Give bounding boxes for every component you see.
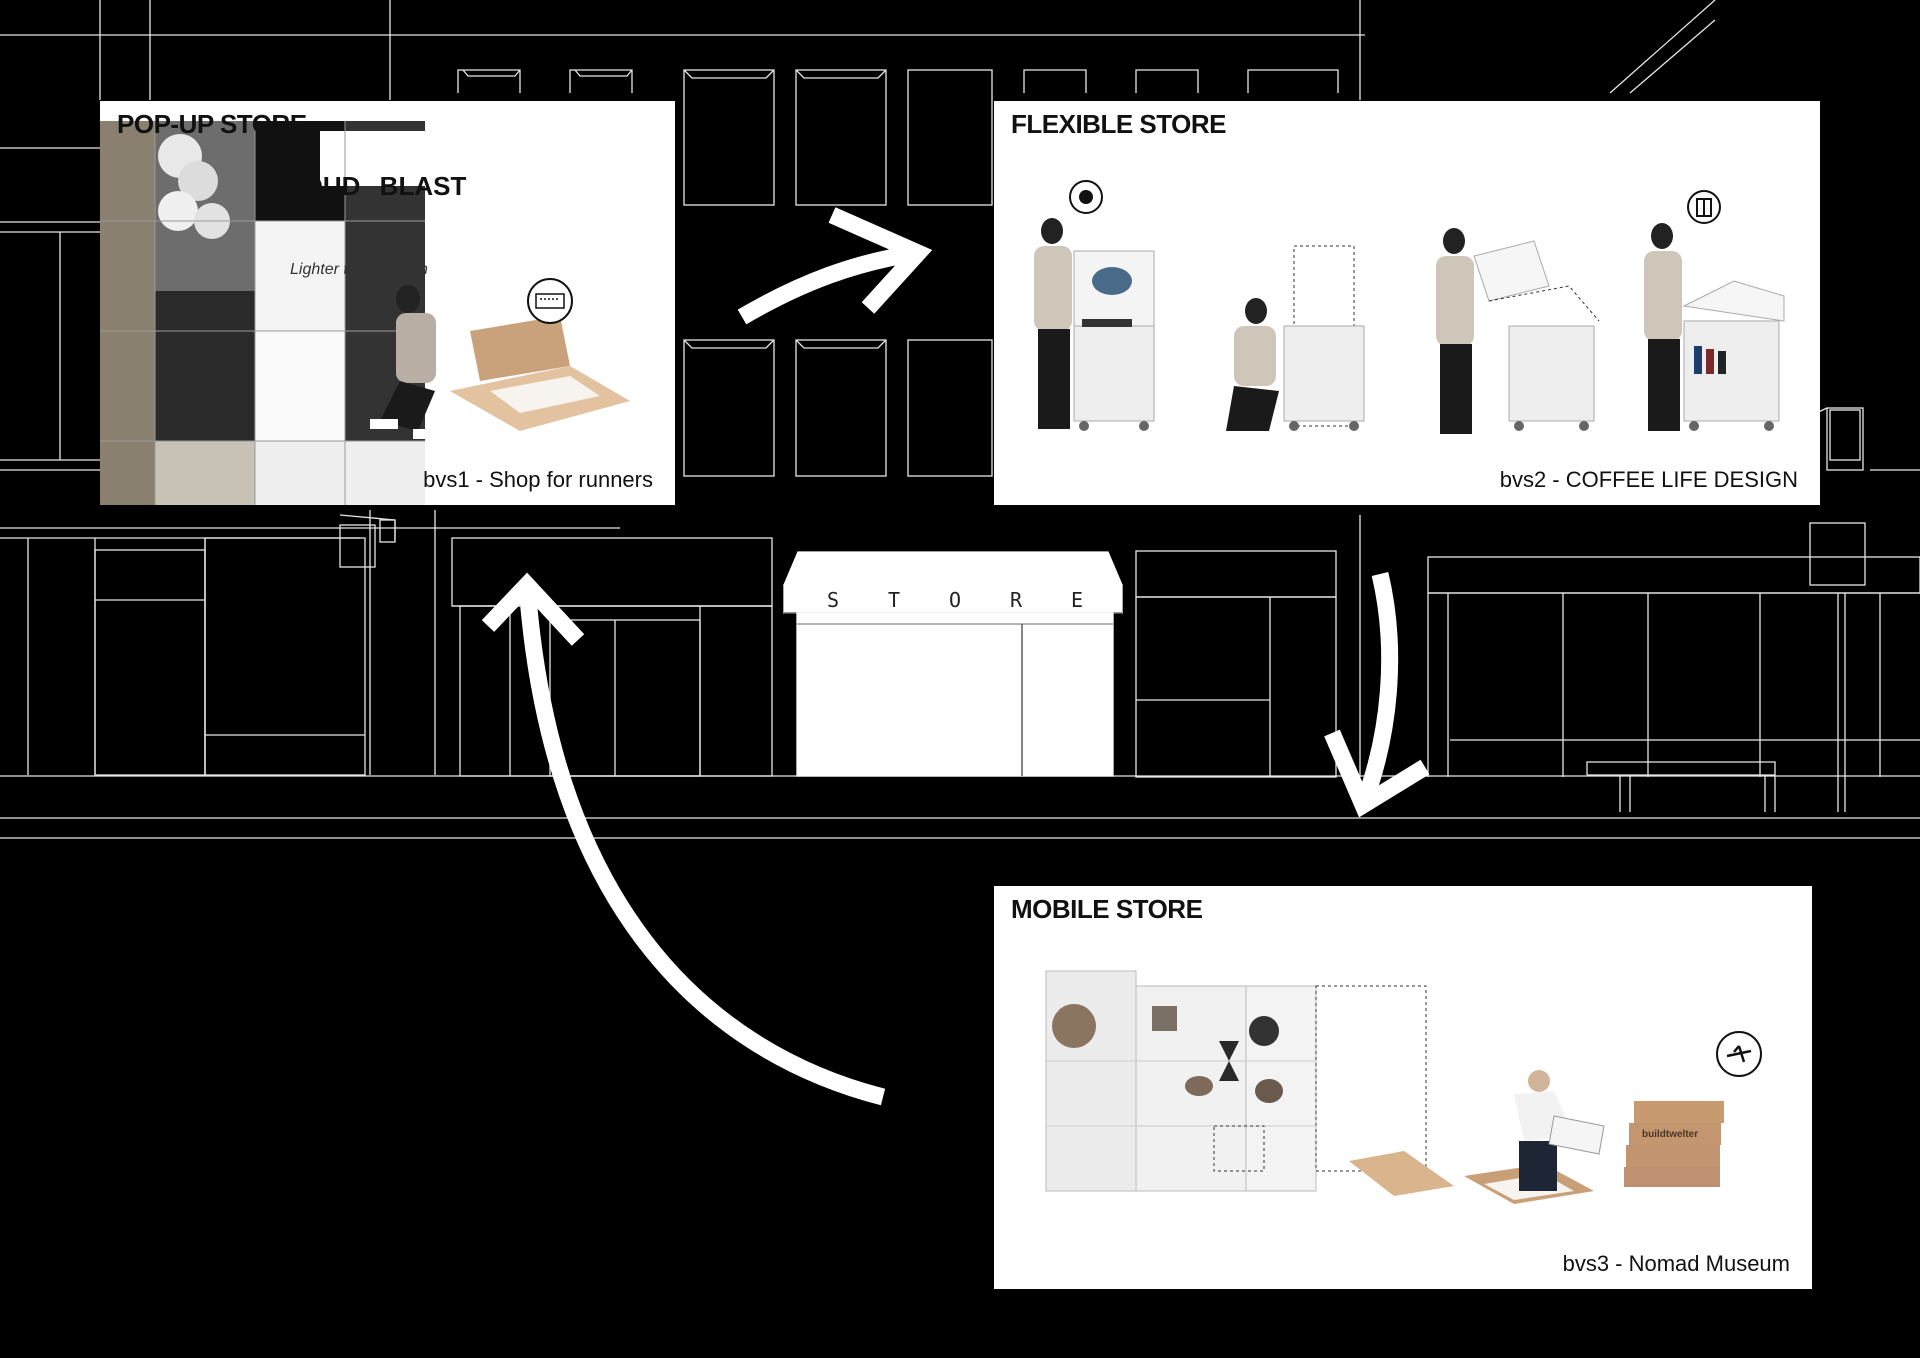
popup-store-illustration bbox=[100, 121, 630, 505]
mobile-store-illustration bbox=[1045, 970, 1762, 1204]
panel-caption: bvs3 - Nomad Museum bbox=[1562, 1251, 1790, 1276]
mobile-store-panel: MOBILE STORE buildtwelter bvs3 - Nomad M… bbox=[994, 886, 1812, 1289]
ground-storefronts bbox=[0, 409, 1920, 839]
store-letter: E bbox=[1070, 588, 1083, 612]
panel-title: POP-UP STORE bbox=[117, 109, 307, 139]
arrow-head-3 bbox=[481, 572, 585, 646]
panel-title: MOBILE STORE bbox=[1011, 894, 1203, 924]
cloud-blast-sign: CLOUD BLAST bbox=[268, 171, 466, 202]
store-letter: T bbox=[887, 588, 901, 612]
vinyl-record-icon bbox=[1070, 181, 1102, 213]
store-kiosk-sign: S T O R E bbox=[790, 588, 1120, 612]
flexible-store-illustration bbox=[1034, 180, 1785, 434]
store-letter: R bbox=[1009, 588, 1022, 612]
flexible-store-panel: FLEXIBLE STORE bvs2 - COFFEE LIFE DESIGN bbox=[994, 101, 1820, 505]
panel-caption: bvs2 - COFFEE LIFE DESIGN bbox=[1499, 467, 1798, 492]
popup-store-panel: POP-UP STORE CLOUD BLAST Lighter than hu… bbox=[100, 101, 675, 505]
store-kiosk bbox=[783, 551, 1123, 777]
book-icon bbox=[1688, 191, 1720, 223]
arrow-popup-to-flexible bbox=[737, 244, 920, 325]
scene-2 bbox=[1226, 245, 1365, 431]
tagline: Lighter than human bbox=[290, 261, 428, 278]
sign-word: CLOUD bbox=[268, 171, 361, 201]
scene-3 bbox=[1436, 228, 1600, 434]
upper-facade bbox=[0, 0, 1920, 477]
arrow-mobile-to-popup bbox=[518, 584, 886, 1106]
flow-arrows bbox=[481, 207, 1430, 1106]
box-brand-label: buildtwelter bbox=[1642, 1129, 1699, 1140]
arrow-flexible-to-mobile bbox=[1355, 572, 1399, 809]
panel-caption: bvs1 - Shop for runners bbox=[423, 467, 653, 492]
sign-word: BLAST bbox=[379, 171, 467, 201]
scene-1 bbox=[1034, 180, 1155, 431]
airplane-icon bbox=[1717, 1032, 1761, 1076]
store-letter: S bbox=[827, 588, 840, 612]
store-letter: O bbox=[948, 588, 962, 612]
arrow-head-2 bbox=[1324, 729, 1430, 818]
panel-title: FLEXIBLE STORE bbox=[1011, 109, 1227, 139]
scene-4 bbox=[1644, 190, 1785, 431]
arrow-head-1 bbox=[828, 207, 933, 314]
